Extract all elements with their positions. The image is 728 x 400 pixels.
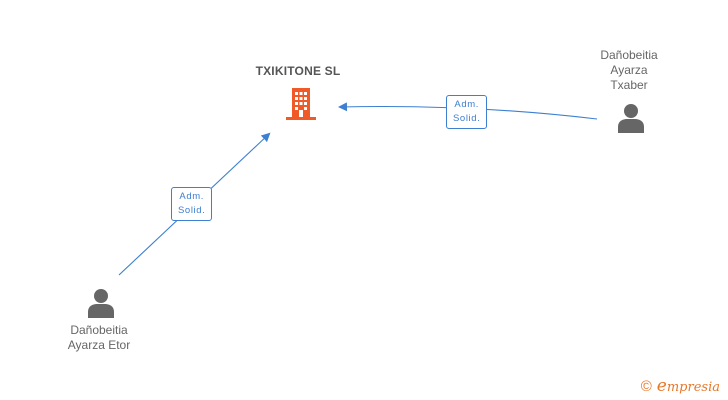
person-name-line: Dañobeitia: [70, 323, 128, 337]
person-name-line: Ayarza: [610, 63, 648, 77]
person-name-line: Txaber: [610, 78, 648, 92]
relation-label-line: Adm.: [454, 99, 479, 110]
relation-label-line: Adm.: [179, 191, 204, 202]
person-icon[interactable]: [86, 288, 116, 318]
person-name-bottom-left[interactable]: Dañobeitia Ayarza Etor: [44, 323, 154, 353]
copyright-icon: ©: [640, 378, 652, 395]
relation-label-line: Solid.: [453, 113, 481, 124]
person-icon[interactable]: [616, 103, 646, 133]
brand-name: mpresia: [666, 380, 720, 395]
footer-brand: © empresia: [640, 377, 720, 397]
relation-label-bottom-left[interactable]: Adm. Solid.: [171, 187, 213, 221]
company-name[interactable]: TXIKITONE SL: [255, 64, 341, 78]
brand-initial: e: [656, 376, 667, 396]
building-icon[interactable]: [285, 86, 317, 120]
brand-logo[interactable]: empresia: [657, 377, 720, 397]
person-name-top-right[interactable]: Dañobeitia Ayarza Txaber: [574, 48, 684, 93]
relation-label-top-right[interactable]: Adm. Solid.: [446, 95, 488, 129]
person-name-line: Ayarza Etor: [67, 338, 131, 352]
person-name-line: Dañobeitia: [600, 48, 658, 62]
relation-label-line: Solid.: [178, 205, 206, 216]
